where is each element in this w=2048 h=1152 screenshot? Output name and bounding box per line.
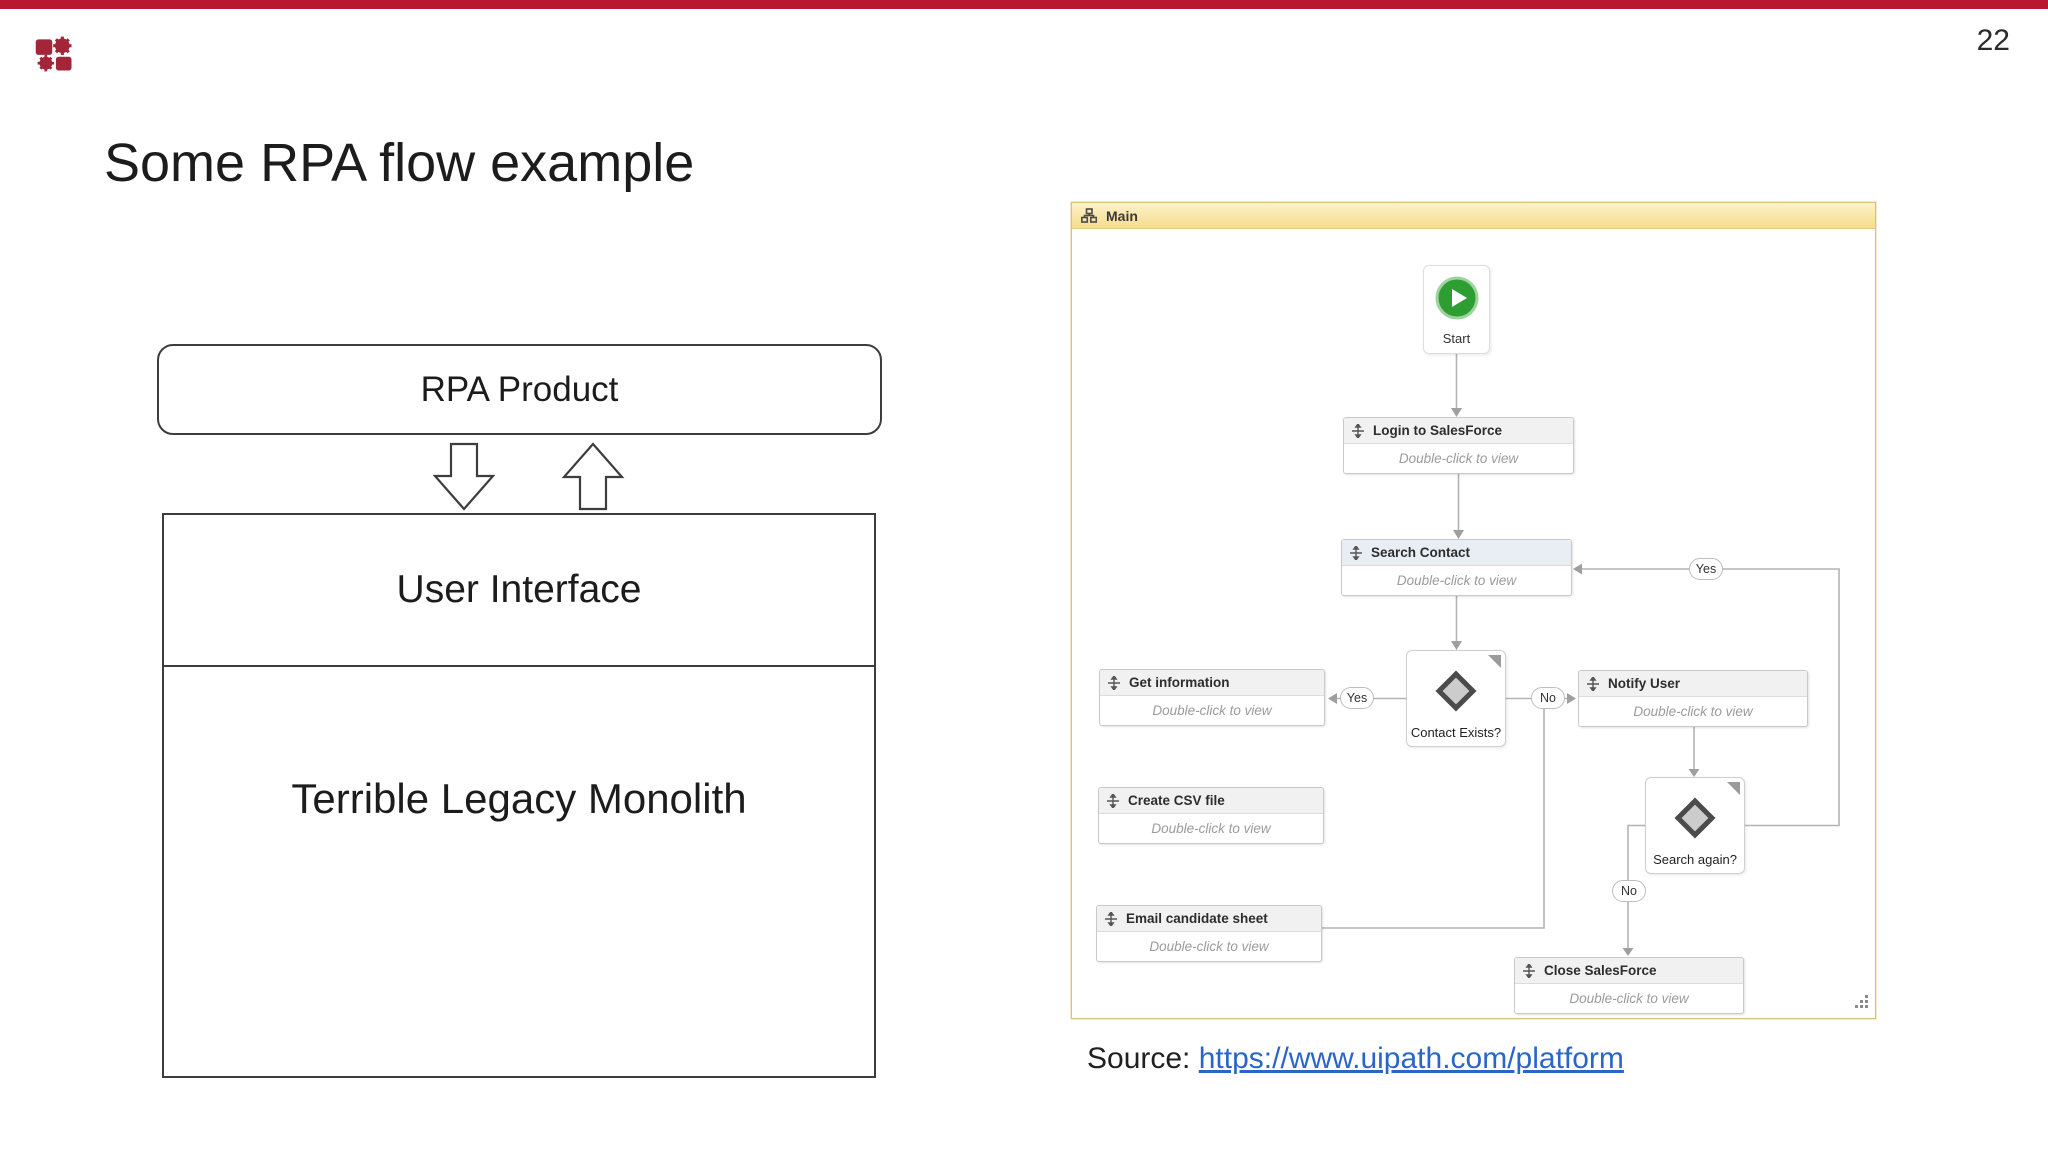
activity-titlebar: Get information bbox=[1100, 670, 1324, 696]
play-icon bbox=[1434, 275, 1480, 326]
activity-email-candidate-sheet[interactable]: Email candidate sheet Double-click to vi… bbox=[1096, 905, 1322, 962]
source-link[interactable]: https://www.uipath.com/platform bbox=[1198, 1042, 1624, 1075]
corner-flag-icon bbox=[1727, 782, 1740, 800]
source-label: Source: bbox=[1087, 1042, 1191, 1075]
monolith-box: Terrible Legacy Monolith bbox=[164, 667, 874, 1078]
user-interface-label: User Interface bbox=[396, 568, 642, 611]
activity-titlebar: Login to SalesForce bbox=[1344, 418, 1573, 444]
activity-title: Create CSV file bbox=[1128, 793, 1225, 808]
activity-titlebar: Close SalesForce bbox=[1515, 958, 1743, 984]
activity-hint: Double-click to view bbox=[1398, 451, 1519, 466]
flow-arrows bbox=[425, 442, 635, 517]
activity-title: Notify User bbox=[1608, 676, 1681, 691]
activity-hint: Double-click to view bbox=[1396, 573, 1517, 588]
move-icon bbox=[1586, 676, 1600, 691]
monolith-label: Terrible Legacy Monolith bbox=[291, 775, 747, 822]
start-node[interactable]: Start bbox=[1423, 265, 1490, 354]
decision-contact-exists[interactable]: Contact Exists? bbox=[1406, 650, 1506, 747]
user-interface-box: User Interface bbox=[164, 515, 874, 667]
decision-diamond-icon bbox=[1669, 792, 1721, 849]
rpa-product-label: RPA Product bbox=[420, 369, 619, 409]
activity-title: Close SalesForce bbox=[1544, 963, 1657, 978]
top-accent-bar bbox=[0, 0, 2048, 9]
activity-titlebar: Create CSV file bbox=[1099, 788, 1323, 814]
activity-hint: Double-click to view bbox=[1151, 821, 1271, 836]
slide-title: Some RPA flow example bbox=[104, 133, 695, 193]
start-label: Start bbox=[1442, 331, 1471, 346]
activity-title: Email candidate sheet bbox=[1126, 911, 1268, 926]
decision-search-again[interactable]: Search again? bbox=[1645, 777, 1745, 874]
legacy-stack-box: User Interface Terrible Legacy Monolith bbox=[162, 513, 876, 1078]
activity-titlebar: Search Contact bbox=[1342, 540, 1571, 566]
move-icon bbox=[1106, 793, 1120, 808]
arrow-down-icon bbox=[432, 442, 496, 511]
flowchart-window-titlebar: Main bbox=[1072, 203, 1875, 229]
activity-hint: Double-click to view bbox=[1152, 703, 1272, 718]
activity-hint: Double-click to view bbox=[1633, 704, 1753, 719]
move-icon bbox=[1351, 423, 1365, 438]
decision-label: Contact Exists? bbox=[1410, 725, 1502, 740]
source-line: Source: https://www.uipath.com/platform bbox=[1087, 1042, 1624, 1076]
corner-flag-icon bbox=[1488, 655, 1501, 673]
gears-puzzle-logo-icon bbox=[33, 32, 77, 76]
flowchart-window: Main bbox=[1071, 202, 1876, 1019]
flowchart-window-title: Main bbox=[1106, 207, 1138, 224]
move-icon bbox=[1349, 545, 1363, 560]
activity-title: Get information bbox=[1129, 675, 1230, 690]
activity-title: Search Contact bbox=[1371, 545, 1471, 560]
decision-label: Search again? bbox=[1653, 852, 1737, 867]
flowchart-canvas[interactable]: Start Login to SalesForce Double-click t… bbox=[1072, 229, 1875, 1018]
arrow-up-icon bbox=[561, 442, 625, 511]
activity-title: Login to SalesForce bbox=[1373, 423, 1503, 438]
move-icon bbox=[1104, 911, 1118, 926]
page-number: 22 bbox=[1976, 24, 2010, 57]
activity-titlebar: Notify User bbox=[1579, 671, 1807, 697]
branch-label-yes-loop: Yes bbox=[1689, 558, 1723, 580]
activity-hint: Double-click to view bbox=[1149, 939, 1269, 954]
activity-get-information[interactable]: Get information Double-click to view bbox=[1099, 669, 1325, 726]
activity-create-csv-file[interactable]: Create CSV file Double-click to view bbox=[1098, 787, 1324, 844]
activity-login-to-salesforce[interactable]: Login to SalesForce Double-click to view bbox=[1343, 417, 1574, 474]
rpa-product-box: RPA Product bbox=[157, 344, 882, 435]
resize-grip-icon[interactable] bbox=[1854, 995, 1869, 1013]
branch-label-no: No bbox=[1531, 687, 1565, 709]
branch-label-yes: Yes bbox=[1340, 687, 1374, 709]
activity-hint: Double-click to view bbox=[1569, 991, 1689, 1006]
hierarchy-icon bbox=[1081, 208, 1097, 223]
activity-titlebar: Email candidate sheet bbox=[1097, 906, 1321, 932]
move-icon bbox=[1107, 675, 1121, 690]
activity-close-salesforce[interactable]: Close SalesForce Double-click to view bbox=[1514, 957, 1744, 1014]
decision-diamond-icon bbox=[1430, 665, 1482, 722]
activity-search-contact[interactable]: Search Contact Double-click to view bbox=[1341, 539, 1572, 596]
move-icon bbox=[1522, 963, 1536, 978]
activity-notify-user[interactable]: Notify User Double-click to view bbox=[1578, 670, 1808, 727]
branch-label-no-close: No bbox=[1612, 880, 1646, 902]
